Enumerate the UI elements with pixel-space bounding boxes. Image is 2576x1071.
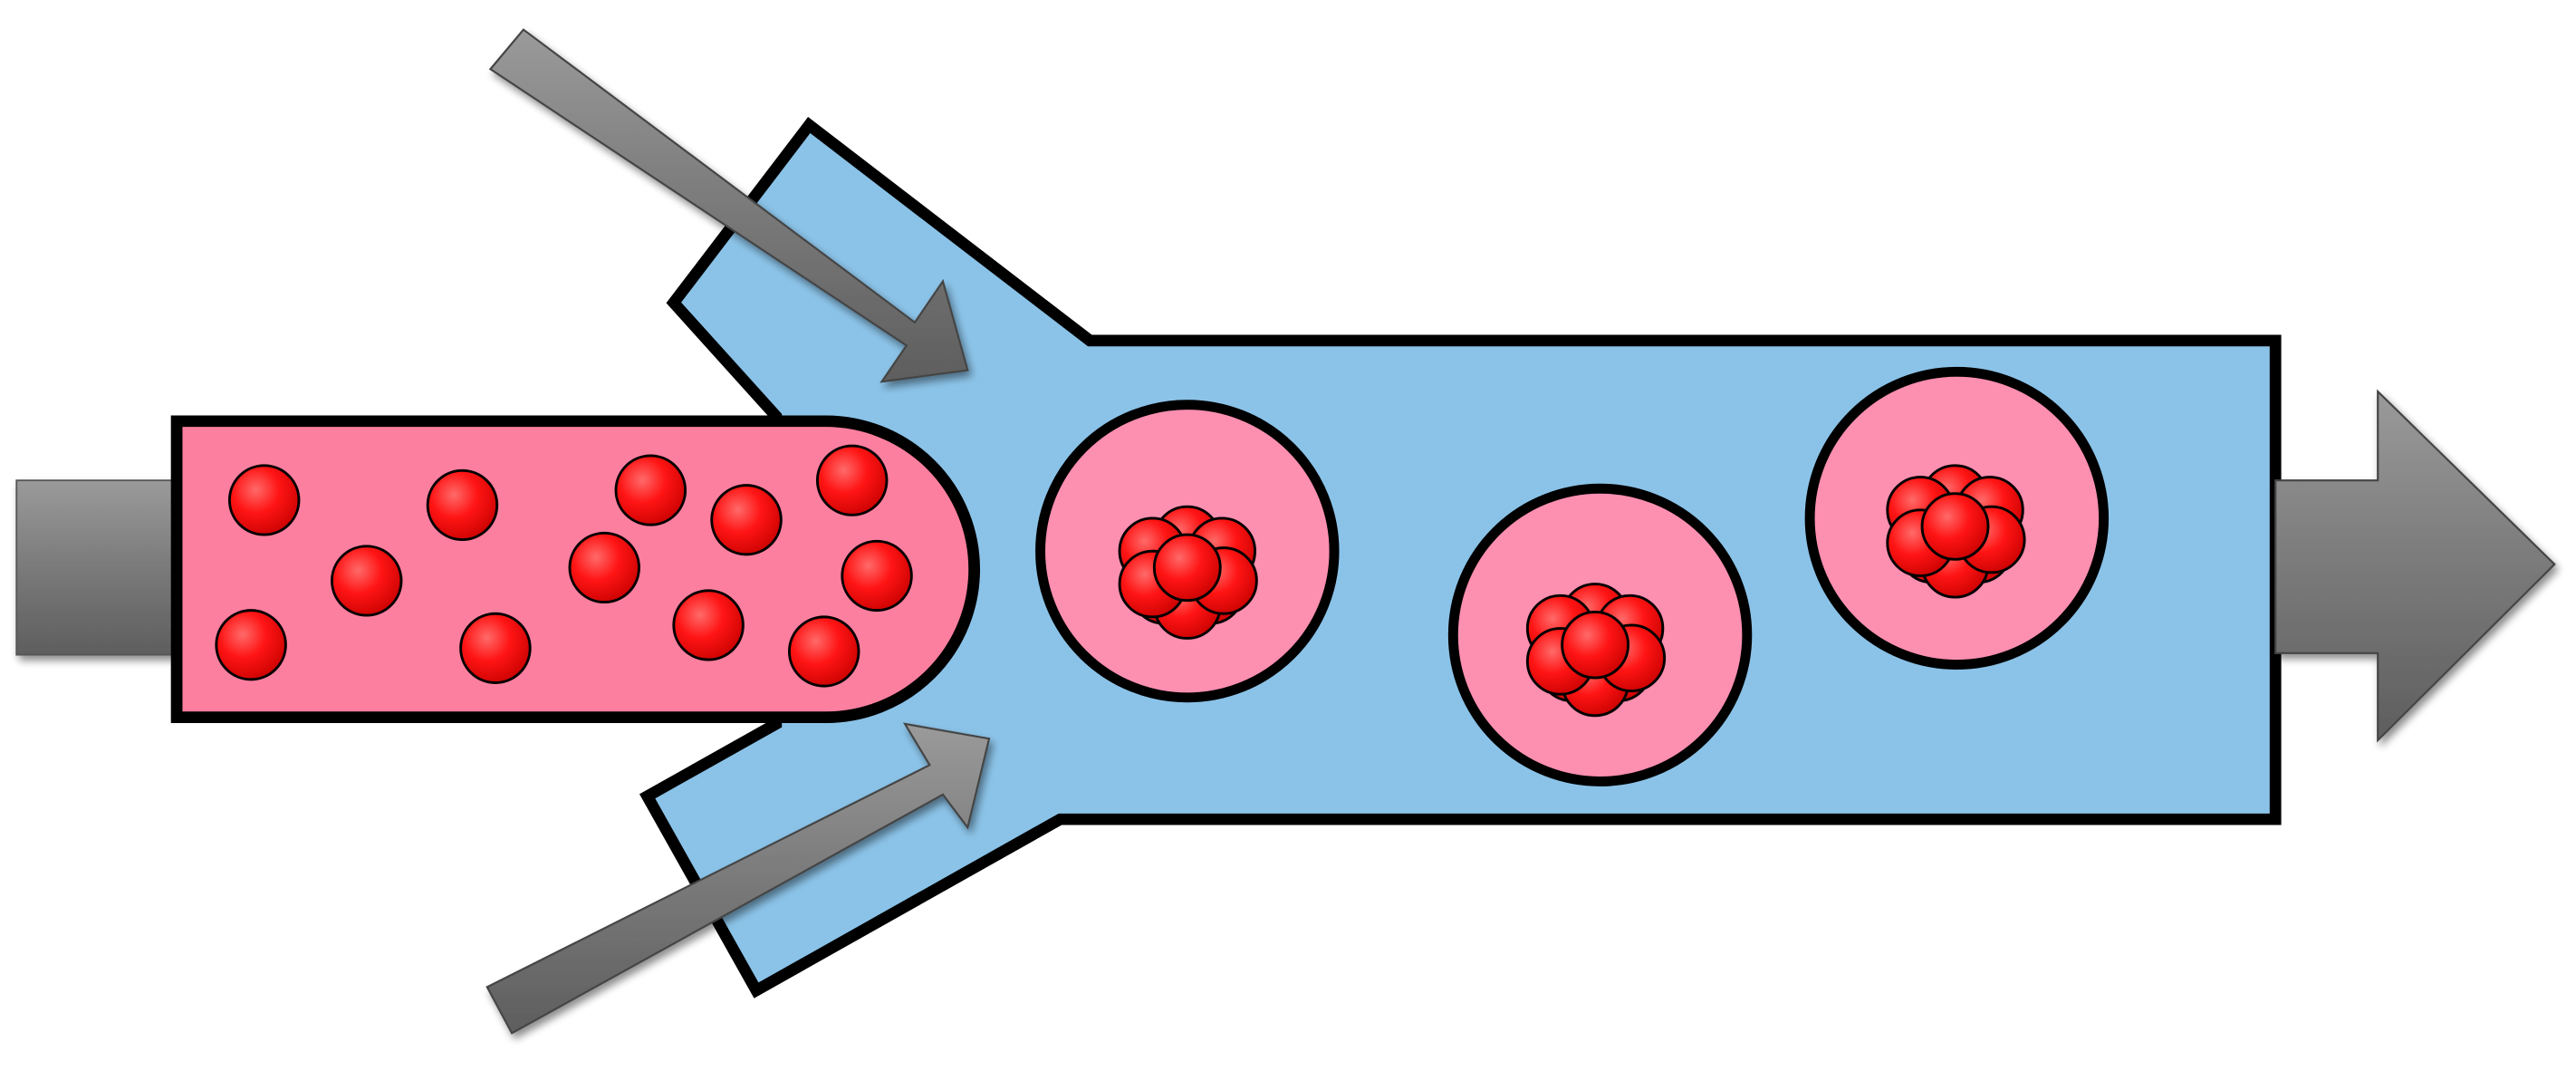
particle-6 [330,545,403,617]
particle-cluster-2 [1525,583,1667,718]
cluster-particle [1561,610,1630,680]
inlet-arrow-icon [15,479,199,656]
particle-5 [815,444,889,516]
bottom-sheath-arrow-icon [485,722,991,1035]
particle-10 [459,612,532,684]
top-sheath-arrow-icon [488,28,969,383]
particle-3 [614,454,687,526]
particle-8 [841,539,913,613]
particle-11 [672,589,745,661]
droplet-3 [1804,366,2110,670]
droplet-2 [1447,483,1753,786]
particle-12 [787,615,860,688]
droplet-1 [1035,400,1340,703]
particle-7 [568,531,640,603]
cluster-particle [1920,492,1990,561]
particle-4 [710,484,783,556]
cluster-particle [1152,533,1222,603]
particle-9 [215,609,287,681]
inner-particle-group [215,444,913,688]
particle-2 [426,468,499,541]
particle-1 [227,464,301,536]
particle-cluster-3 [1886,464,2026,599]
outlet-arrow-icon [2274,389,2556,743]
continuous-phase-channel [639,117,2282,999]
particle-cluster-1 [1118,505,1258,640]
